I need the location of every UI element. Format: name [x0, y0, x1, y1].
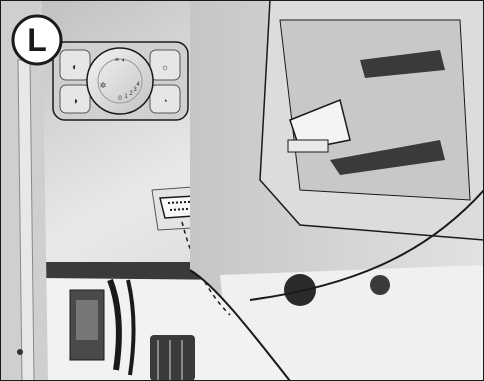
parking-lamp-icon: ◔	[162, 96, 167, 106]
circle-letter-badge-icon: L	[13, 16, 61, 64]
lever-handle	[288, 140, 328, 152]
hood-release-icon	[76, 300, 98, 340]
pedal-pivot	[284, 274, 316, 306]
trim-clip	[17, 349, 23, 355]
callout-letter: L	[27, 22, 47, 58]
rear-fog-lamp-icon: ◑	[72, 96, 78, 107]
hood-release-housing	[280, 20, 470, 200]
low-beam-icon: ≡ ◖	[115, 57, 125, 64]
auto-headlamp-icon: ☼	[161, 62, 169, 72]
parking-light-mark: ✲	[100, 81, 107, 90]
brake-pedal	[150, 335, 195, 381]
headlamp-switch-cluster: ◐ ◑ ☼ ◔ ≡ ◖ ✲ 0 1 2 3 4	[53, 42, 188, 120]
front-fog-lamp-icon: ◐	[72, 62, 78, 73]
pedal-pivot	[370, 275, 390, 295]
